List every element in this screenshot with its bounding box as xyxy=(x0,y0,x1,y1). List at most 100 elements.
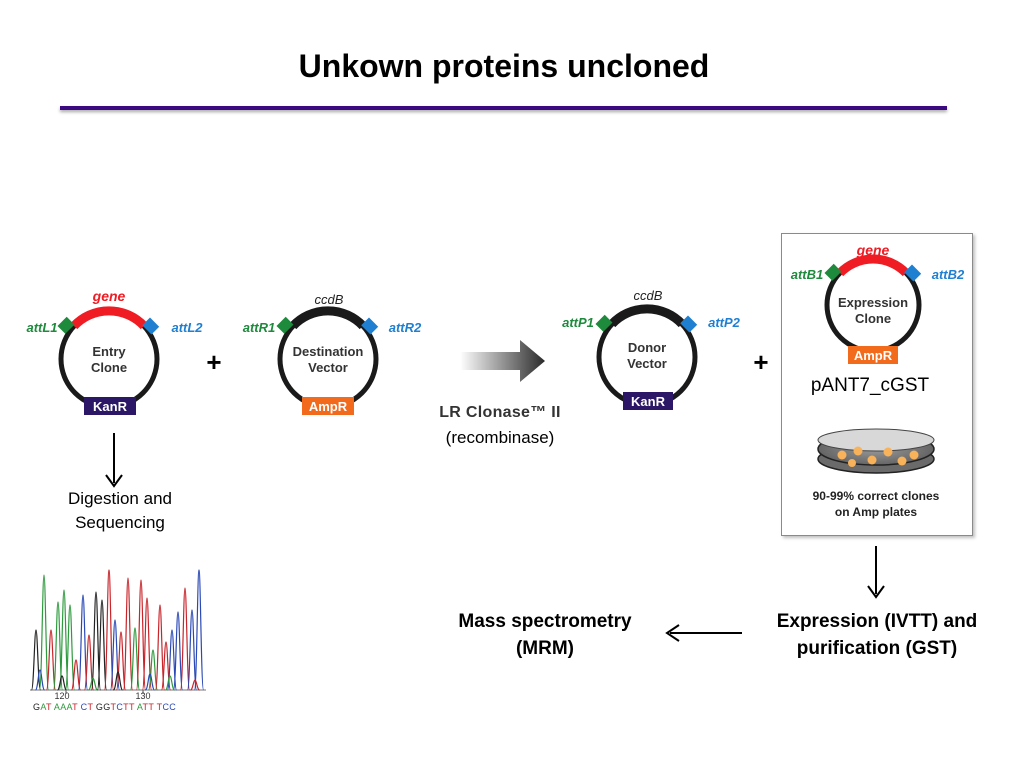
sequence-base: A xyxy=(137,702,143,712)
chromatogram-peak xyxy=(154,604,166,691)
donor-vector-ccdb-arc xyxy=(608,304,686,328)
expression-to-massspec-arrow xyxy=(665,624,742,642)
chromatogram-peak xyxy=(190,679,200,691)
expression-clone-marker-box xyxy=(848,346,898,364)
chromatogram-sequence: GAT AAAT CT GGTCTT ATT TCC xyxy=(33,702,176,712)
vector-name: pANT7_cGST xyxy=(810,375,930,396)
lr-reaction-arrow xyxy=(460,340,545,382)
sequence-base: G xyxy=(103,702,110,712)
digestion-line-1: Digestion and xyxy=(68,489,172,508)
sequence-base: A xyxy=(40,702,46,712)
expression-clone-plasmid: gene attB1 attB2 Expression Clone AmpR xyxy=(791,242,965,364)
entry-clone-gene-label: gene xyxy=(92,288,126,304)
sequence-base: T xyxy=(72,702,78,712)
donor-vector-left-site xyxy=(595,314,613,332)
destination-vector-name-2: Vector xyxy=(308,360,348,375)
destination-vector-gene-label: ccdB xyxy=(315,292,344,307)
destination-vector-left-site-label: attR1 xyxy=(243,320,276,335)
expression-clone-box xyxy=(781,233,973,536)
chromatogram-peak xyxy=(96,599,108,691)
destination-vector-ccdb-arc xyxy=(289,306,367,330)
donor-vector-marker-box xyxy=(623,392,673,410)
chromatogram-tick-120: 120 xyxy=(54,691,69,701)
plus-sign-1: + xyxy=(206,347,221,377)
chromatogram-peak xyxy=(64,604,76,691)
entry-clone-right-site xyxy=(142,317,160,335)
chromatogram-peak xyxy=(179,587,191,691)
expression-clone-left-site-label: attB1 xyxy=(791,267,824,282)
chromatogram-peak xyxy=(172,611,184,691)
sequence-base: C xyxy=(169,702,176,712)
destination-vector-left-site xyxy=(276,316,294,334)
expression-clone-name-2: Clone xyxy=(855,311,891,326)
entry-clone-left-site-label: attL1 xyxy=(26,320,57,335)
chromatogram-peak xyxy=(122,577,134,691)
plate-caption-1: 90-99% correct clones xyxy=(813,489,940,503)
digestion-line-2: Sequencing xyxy=(75,513,165,532)
sequence-base: A xyxy=(60,702,66,712)
donor-vector-marker: KanR xyxy=(631,394,666,409)
chromatogram-peak xyxy=(193,569,205,691)
sequencing-chromatogram: 120 130 GAT AAAT CT GGTCTT ATT TCC xyxy=(30,569,206,712)
expression-step-line-1: Expression (IVTT) and xyxy=(776,611,978,632)
chromatogram-peak xyxy=(112,671,124,691)
plate-caption-2: on Amp plates xyxy=(835,505,918,519)
expression-clone-gene-arc xyxy=(836,254,910,277)
donor-vector-right-site-label: attP2 xyxy=(708,315,741,330)
destination-vector-right-site-label: attR2 xyxy=(389,320,422,335)
chromatogram-peak xyxy=(103,569,115,691)
donor-vector-right-site xyxy=(680,315,698,333)
entry-clone-right-site-label: attL2 xyxy=(171,320,203,335)
sequence-base: A xyxy=(67,702,73,712)
chromatogram-peak xyxy=(83,634,95,691)
chromatogram-peak xyxy=(30,629,42,691)
sequence-base: C xyxy=(162,702,169,712)
chromatogram-peak xyxy=(70,659,82,691)
entry-to-digestion-arrow xyxy=(105,433,123,488)
sequence-base: T xyxy=(123,702,129,712)
chromatogram-peaks xyxy=(30,569,205,691)
donor-vector-gene-label: ccdB xyxy=(634,288,663,303)
expression-clone-gene-label: gene xyxy=(856,242,890,258)
chromatogram-peak xyxy=(56,675,68,691)
sequence-base: C xyxy=(116,702,123,712)
chromatogram-peak xyxy=(144,673,156,691)
mass-spec-line-1: Mass spectrometry xyxy=(458,611,632,632)
chromatogram-peak xyxy=(147,649,159,691)
expression-clone-name-1: Expression xyxy=(838,295,908,310)
sequence-base: G xyxy=(96,702,103,712)
entry-clone-name-2: Clone xyxy=(91,360,127,375)
expression-clone-right-site-label: attB2 xyxy=(932,267,965,282)
reaction-sublabel: (recombinase) xyxy=(445,428,555,447)
entry-clone-marker: KanR xyxy=(93,399,128,414)
plus-sign-2: + xyxy=(753,347,768,377)
destination-vector-marker-box xyxy=(302,397,354,415)
chromatogram-peak xyxy=(38,574,50,691)
box-to-expression-arrow xyxy=(867,546,885,599)
donor-vector-name-2: Vector xyxy=(627,356,667,371)
sequence-base: C xyxy=(81,702,88,712)
entry-clone-name-1: Entry xyxy=(92,344,126,359)
sequence-base: T xyxy=(111,702,117,712)
sequence-base: T xyxy=(46,702,52,712)
chromatogram-peak xyxy=(115,631,127,691)
expression-step-line-2: purification (GST) xyxy=(796,638,958,659)
donor-vector-left-site-label: attP1 xyxy=(562,315,594,330)
chromatogram-peak xyxy=(141,597,153,691)
slide-title: Unkown proteins uncloned xyxy=(298,48,710,84)
expression-clone-right-site xyxy=(904,264,922,282)
chromatogram-peak xyxy=(45,629,57,691)
sequence-base: T xyxy=(143,702,149,712)
chromatogram-peak xyxy=(164,675,176,691)
entry-clone-marker-box xyxy=(84,397,136,415)
expression-clone-marker: AmpR xyxy=(854,348,893,363)
chromatogram-peak xyxy=(186,609,198,691)
mass-spec-line-2: (MRM) xyxy=(515,638,575,659)
petri-dish-icon xyxy=(817,428,935,474)
sequence-base: A xyxy=(54,702,60,712)
title-rule xyxy=(60,106,947,110)
chromatogram-peak xyxy=(34,669,46,691)
sequence-base: G xyxy=(33,702,40,712)
expression-clone-left-site xyxy=(824,263,842,281)
